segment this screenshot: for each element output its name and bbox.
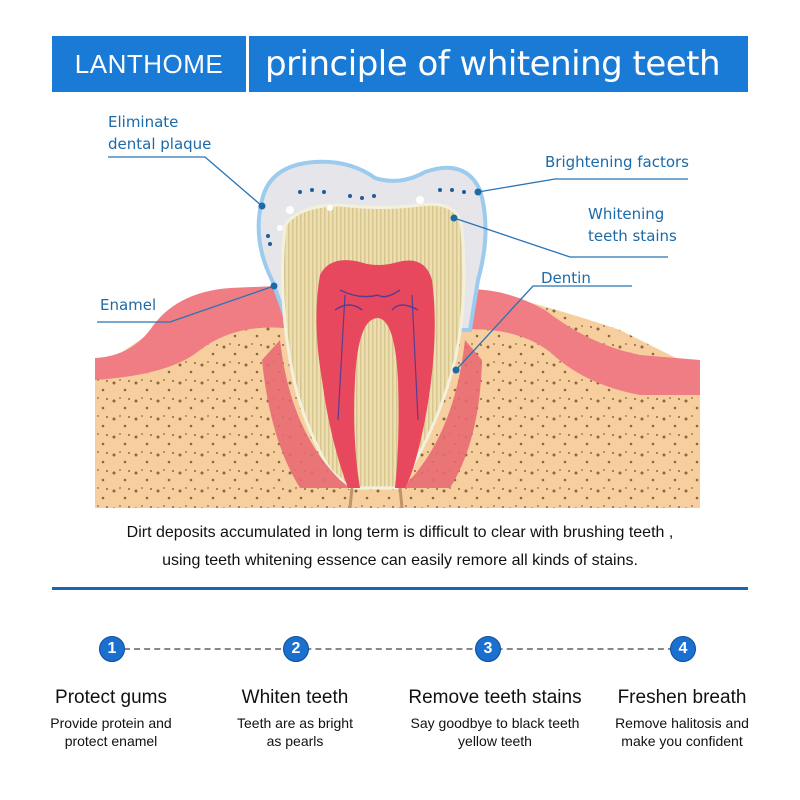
label-eliminate-line2: dental plaque <box>108 135 212 153</box>
label-whitening-line1: Whitening <box>588 205 665 223</box>
step-whiten-teeth: Whiten teeth Teeth are as bright as pear… <box>200 686 390 750</box>
header-banner: LANTHOME principle of whitening teeth <box>52 36 748 92</box>
step-title: Whiten teeth <box>241 687 349 708</box>
step-remove-stains: Remove teeth stains Say goodbye to black… <box>385 686 605 750</box>
steps-dashed-connector <box>124 648 684 650</box>
step-protect-gums: Protect gums Provide protein and protect… <box>16 686 206 750</box>
caption-line-1: Dirt deposits accumulated in long term i… <box>126 524 674 541</box>
section-divider <box>52 587 748 590</box>
brand-name: LANTHOME <box>52 36 246 92</box>
page-title: principle of whitening teeth <box>249 36 748 92</box>
step-desc: Teeth are as bright as pearls <box>200 714 390 750</box>
step-title: Protect gums <box>55 687 167 708</box>
header-separator <box>246 36 249 92</box>
step-3-number-icon: 3 <box>475 636 501 662</box>
label-enamel: Enamel <box>100 296 157 314</box>
step-desc-line1: Say goodbye to black teeth <box>410 715 580 731</box>
label-dentin: Dentin <box>541 269 591 287</box>
step-freshen-breath: Freshen breath Remove halitosis and make… <box>587 686 777 750</box>
tooth-illustration <box>95 156 700 509</box>
step-desc-line2: protect enamel <box>64 733 158 749</box>
label-eliminate-line1: Eliminate <box>108 113 179 131</box>
step-desc-line1: Teeth are as bright <box>237 715 353 731</box>
step-desc-line1: Remove halitosis and <box>615 715 749 731</box>
label-eliminate: Eliminate dental plaque <box>108 111 211 155</box>
step-1-number-icon: 1 <box>99 636 125 662</box>
label-brightening-factors: Brightening factors <box>545 153 689 171</box>
label-whitening-line2: teeth stains <box>588 227 677 245</box>
tooth-diagram: Eliminate dental plaque Brightening fact… <box>0 100 800 520</box>
step-desc-line2: yellow teeth <box>458 733 532 749</box>
step-desc-line2: as pearls <box>266 733 324 749</box>
step-2-number-icon: 2 <box>283 636 309 662</box>
step-title: Remove teeth stains <box>408 687 582 708</box>
step-desc: Remove halitosis and make you confident <box>587 714 777 750</box>
step-4-number-icon: 4 <box>670 636 696 662</box>
step-title: Freshen breath <box>617 687 747 708</box>
label-whitening: Whitening teeth stains <box>588 203 677 247</box>
caption-line-2: using teeth whitening essence can easily… <box>162 552 638 569</box>
step-desc-line1: Provide protein and <box>50 715 172 731</box>
step-desc-line2: make you confident <box>621 733 743 749</box>
step-desc: Provide protein and protect enamel <box>16 714 206 750</box>
step-desc: Say goodbye to black teeth yellow teeth <box>385 714 605 750</box>
